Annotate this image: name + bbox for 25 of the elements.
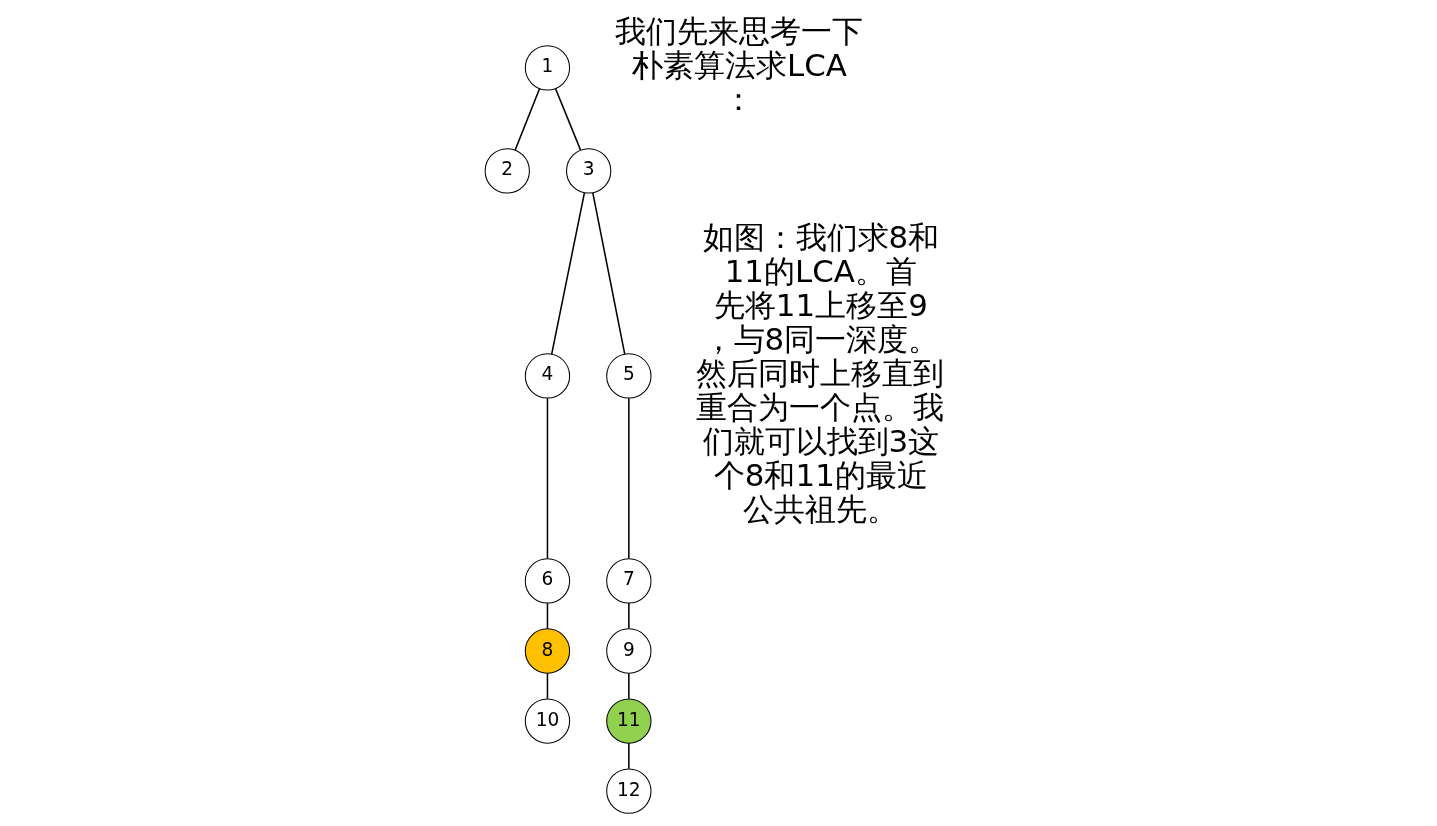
- node-circle: 2: [484, 148, 530, 194]
- connector: [627, 672, 630, 700]
- connector: [546, 397, 548, 560]
- connector: [546, 602, 548, 630]
- label: 我们先来思考一下朴素算法求LCA：: [614, 12, 863, 117]
- label: 如图：我们求8和11的LCA。首先将11上移至9，与8同一深度。然后同时上移直到重合为一个点。我们就可以找到3这个8和11的最近公共祖先。: [695, 218, 944, 527]
- node-circle: 5: [605, 353, 651, 399]
- connector: [591, 192, 625, 355]
- connector: [627, 397, 630, 560]
- connector: [627, 742, 630, 770]
- connector: [513, 88, 540, 151]
- node-circle: 4: [524, 353, 570, 399]
- node-circle: 1: [524, 45, 570, 91]
- node-circle: 3: [565, 148, 611, 194]
- connector: [554, 88, 581, 151]
- connector: [627, 602, 630, 630]
- node-circle: 11: [605, 698, 651, 744]
- connector: [550, 192, 585, 355]
- node-circle: 12: [605, 768, 651, 814]
- node-circle: 7: [605, 558, 651, 604]
- connector: [546, 672, 548, 700]
- node-circle: 8: [524, 628, 570, 674]
- node-circle: 6: [524, 558, 570, 604]
- node-circle: 9: [605, 628, 651, 674]
- node-circle: 10: [524, 698, 570, 744]
